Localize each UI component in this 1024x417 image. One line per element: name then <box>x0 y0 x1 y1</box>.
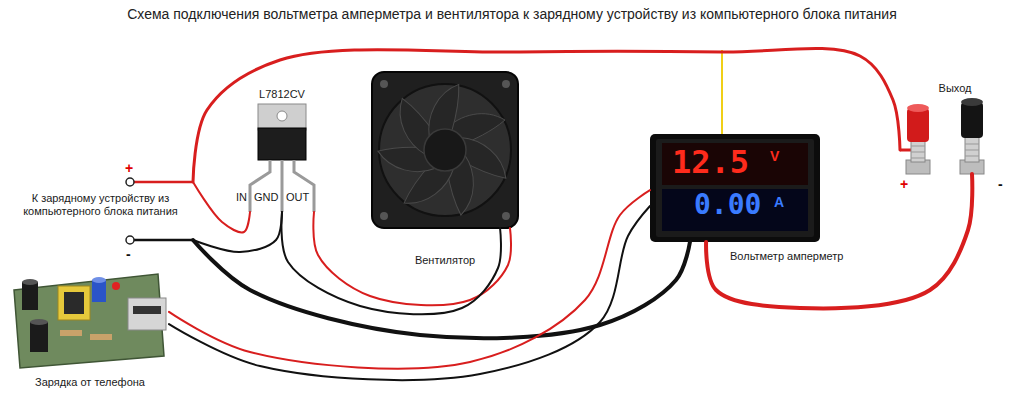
charger-board <box>30 322 48 352</box>
binding-post <box>907 108 929 142</box>
part-caption: Вентилятор <box>415 254 475 267</box>
binding-post <box>965 150 979 151</box>
regulator-symbol <box>277 111 287 121</box>
meter-body <box>650 134 820 242</box>
unit-sign: V <box>770 148 779 165</box>
charger-board <box>60 330 82 336</box>
fan-illustration <box>380 80 388 88</box>
input-terminals: К зарядному устройству из компьютерного … <box>8 170 193 250</box>
part-caption: Зарядка от телефона <box>35 376 145 389</box>
charger-board <box>64 292 84 314</box>
charger-board <box>133 306 161 314</box>
voltage-reading: 12.5 <box>672 146 749 178</box>
binding-post <box>911 146 925 147</box>
charger-board <box>22 282 38 310</box>
charger-board <box>92 280 106 302</box>
input-terminal <box>126 236 134 244</box>
input-terminal <box>134 181 194 184</box>
charger-board <box>14 274 166 368</box>
wire <box>193 212 282 252</box>
pin-name: GND <box>254 191 278 204</box>
fan-illustration <box>502 80 510 88</box>
binding-post <box>965 156 979 157</box>
charger-board <box>112 282 120 290</box>
fan-illustration <box>372 72 518 228</box>
wire <box>193 182 250 232</box>
cooling-fan: Вентилятор <box>372 72 518 228</box>
wire <box>169 206 650 380</box>
fan-illustration <box>502 212 510 220</box>
terminal-sign: + <box>125 160 133 177</box>
wire <box>313 212 511 305</box>
fan-illustration <box>424 129 466 171</box>
wire <box>169 190 650 368</box>
binding-post <box>961 98 983 106</box>
part-number: L7812CV <box>259 88 305 101</box>
binding-post <box>900 149 912 152</box>
binding-post <box>911 158 925 159</box>
output-terminals: Выход <box>900 80 1000 174</box>
charger-board <box>22 279 38 285</box>
part-caption: Вольтметр амперметр <box>730 250 843 263</box>
terminal-sign: + <box>900 176 908 193</box>
pin-name: IN <box>236 191 247 204</box>
sense-wire <box>721 50 723 134</box>
terminal-sign: - <box>998 176 1003 193</box>
meter-body <box>656 139 814 237</box>
terminal-sign: - <box>126 246 131 263</box>
input-caption: К зарядному устройству из компьютерного … <box>12 192 189 218</box>
diagram-title: Схема подключения вольтметра амперметра … <box>127 6 897 23</box>
binding-post <box>911 152 925 153</box>
binding-post <box>961 102 983 138</box>
regulator-symbol <box>250 104 314 212</box>
binding-post <box>965 144 979 145</box>
regulator-symbol <box>281 160 284 212</box>
output-caption: Выход <box>939 82 972 95</box>
charger-board <box>90 334 112 340</box>
wire <box>281 212 501 314</box>
binding-post <box>911 140 925 162</box>
meter-body <box>662 143 808 185</box>
wire <box>193 48 900 182</box>
charger-board <box>30 319 48 325</box>
binding-post <box>907 104 929 112</box>
phone-charger: Зарядка от телефона <box>12 268 169 370</box>
fan-illustration <box>375 80 511 216</box>
current-reading: 0.00 <box>694 191 761 219</box>
regulator-symbol <box>258 128 306 160</box>
binding-post <box>965 136 979 162</box>
meter-body <box>662 189 808 231</box>
volt-ammeter: 12.5V0.00AВольтметр амперметр <box>650 134 820 242</box>
charger-board <box>58 286 90 320</box>
regulator-symbol <box>294 160 314 212</box>
unit-sign: A <box>774 194 784 211</box>
charger-board <box>128 298 166 330</box>
binding-post <box>900 98 984 174</box>
regulator-symbol <box>250 160 270 212</box>
pin-name: OUT <box>286 191 309 204</box>
regulator-symbol <box>258 104 306 130</box>
input-terminal <box>134 239 194 242</box>
fan-illustration <box>380 212 388 220</box>
meter-body <box>650 134 820 242</box>
charger-board <box>92 277 106 283</box>
fan-illustration <box>372 72 518 228</box>
input-terminal <box>126 178 134 186</box>
